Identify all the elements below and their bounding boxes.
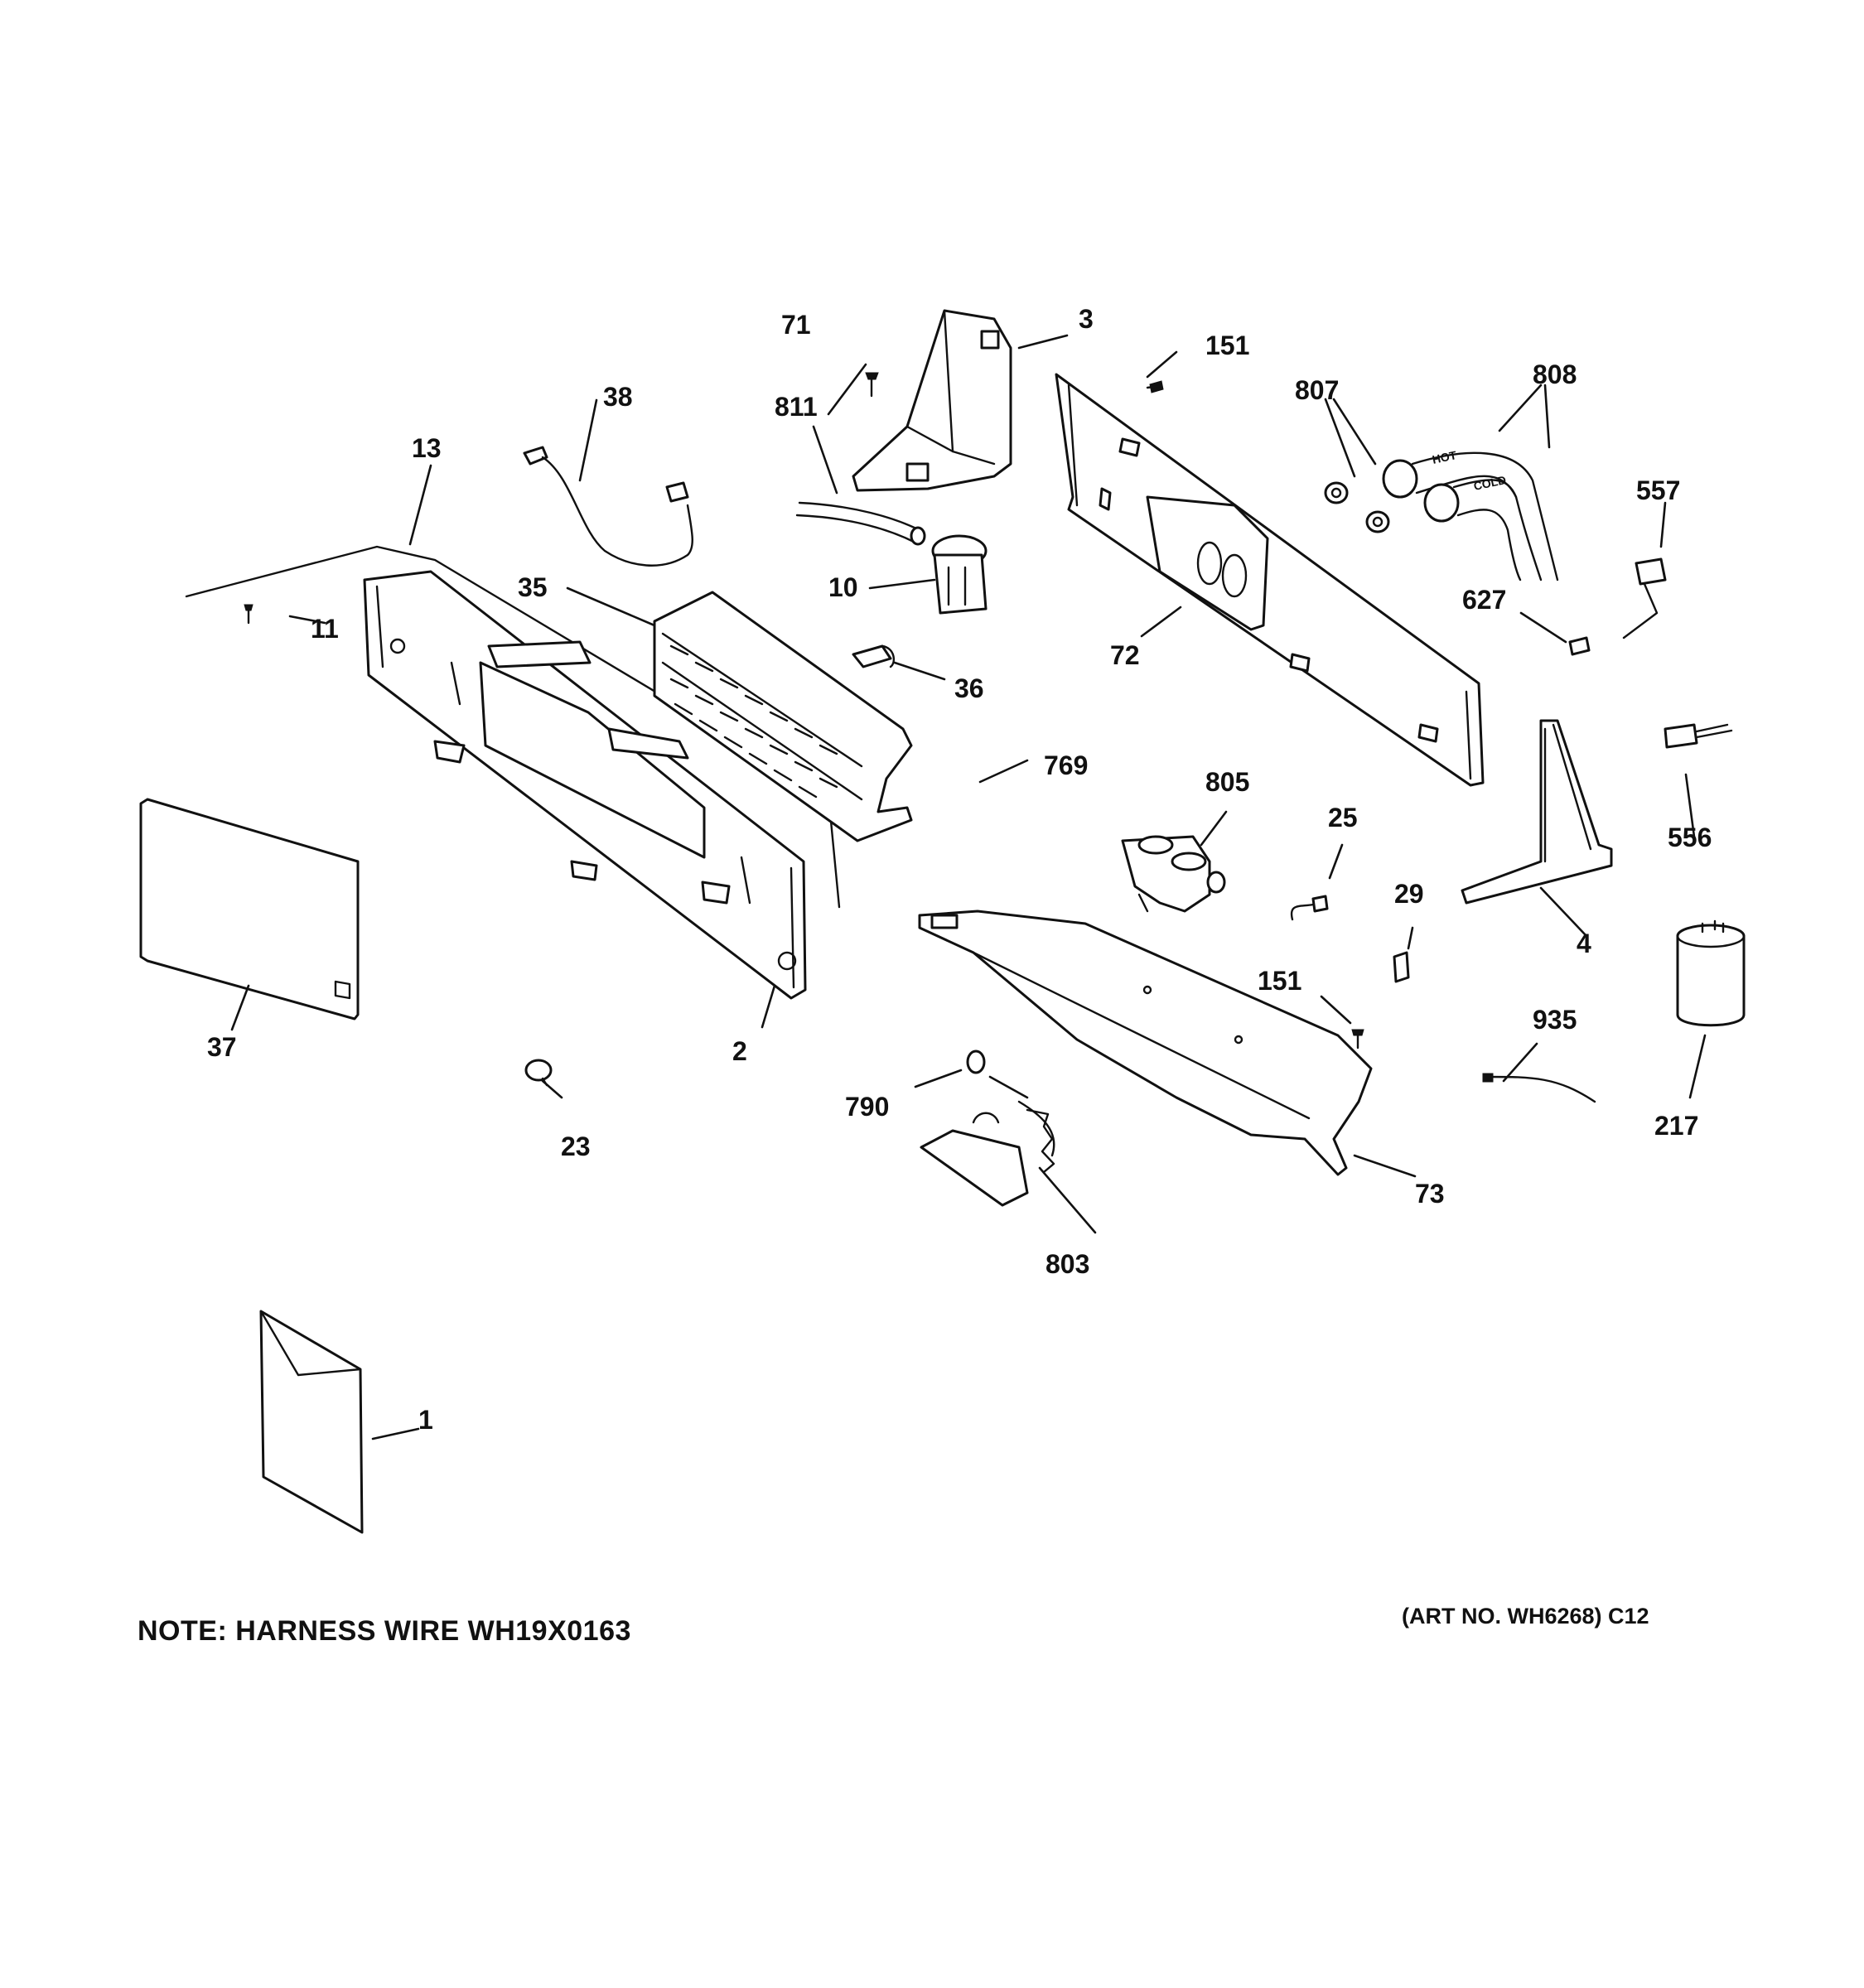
callout-805: 805	[1205, 767, 1249, 797]
callout-72: 72	[1110, 640, 1140, 670]
callout-2: 2	[732, 1036, 747, 1066]
part-1-envelope	[259, 1310, 364, 1534]
callout-23: 23	[561, 1132, 591, 1161]
part-38-wire-harness	[523, 446, 693, 567]
callout-38: 38	[603, 382, 633, 412]
callout-37: 37	[207, 1032, 237, 1062]
part-807-washers	[1324, 481, 1390, 533]
callout-151-top: 151	[1205, 331, 1249, 360]
art-number: (ART NO. WH6268) C12	[1402, 1604, 1649, 1629]
part-803-heater	[920, 1100, 1055, 1207]
part-217-capacitor	[1676, 919, 1746, 1027]
part-37-front-trim	[139, 798, 360, 1021]
callout-10: 10	[828, 572, 858, 602]
part-790-clamp	[966, 1049, 986, 1074]
leader-lines	[230, 334, 1707, 1440]
callout-13: 13	[412, 433, 442, 463]
harness-wire-note: NOTE: HARNESS WIRE WH19X0163	[138, 1615, 631, 1647]
callout-935: 935	[1533, 1005, 1577, 1035]
part-29-clip	[1393, 951, 1410, 983]
part-72-back-panel	[1055, 373, 1485, 787]
callout-3: 3	[1079, 304, 1094, 334]
callout-811: 811	[775, 392, 818, 422]
callout-36: 36	[954, 673, 984, 703]
callout-11: 11	[311, 614, 339, 644]
part-11-screw	[244, 604, 254, 625]
callout-557: 557	[1636, 475, 1680, 505]
part-557-plug	[1622, 557, 1667, 639]
callout-71: 71	[781, 310, 811, 340]
part-25-wire-lead	[1290, 895, 1329, 921]
part-36-clip	[852, 644, 896, 668]
callout-4: 4	[1577, 929, 1591, 958]
part-13-outline	[185, 545, 841, 909]
part-23-knob	[524, 1059, 553, 1087]
part-4-end-cap-right	[1461, 719, 1613, 905]
part-811-hose	[795, 501, 926, 546]
callout-151-bottom: 151	[1258, 966, 1301, 996]
part-2-panel-frame	[363, 570, 807, 1000]
part-151-screw-bottom	[1351, 1029, 1364, 1049]
part-151-screw-top	[1146, 380, 1164, 393]
callout-73: 73	[1415, 1179, 1445, 1209]
callout-627: 627	[1462, 585, 1506, 615]
callout-556: 556	[1668, 823, 1712, 852]
part-3-end-cap-left	[852, 309, 1012, 492]
part-71-screw	[865, 372, 879, 398]
callout-808: 808	[1533, 359, 1577, 389]
callout-803: 803	[1045, 1249, 1089, 1279]
callout-790: 790	[845, 1092, 889, 1122]
callout-217: 217	[1654, 1111, 1698, 1141]
part-935-wire	[1482, 1073, 1596, 1103]
callout-35: 35	[518, 572, 548, 602]
part-805-valve	[1121, 835, 1226, 913]
hose-label-hot: HOT	[1431, 448, 1458, 466]
callout-25: 25	[1328, 803, 1358, 832]
callout-1: 1	[418, 1405, 433, 1435]
part-35-board-bracket	[653, 591, 913, 842]
callout-769: 769	[1044, 750, 1088, 780]
part-627-clip	[1568, 636, 1591, 656]
part-556-connector	[1664, 723, 1733, 749]
part-73-bottom-bracket	[918, 910, 1373, 1176]
callout-labels: 71 3 151 38 811 807 808 13 557 35 10 627…	[207, 304, 1712, 1435]
callout-807: 807	[1295, 375, 1339, 405]
part-808-hoses: HOT COLD	[1382, 448, 1559, 581]
part-10-pressure-switch	[931, 534, 988, 615]
callout-29: 29	[1394, 879, 1424, 909]
